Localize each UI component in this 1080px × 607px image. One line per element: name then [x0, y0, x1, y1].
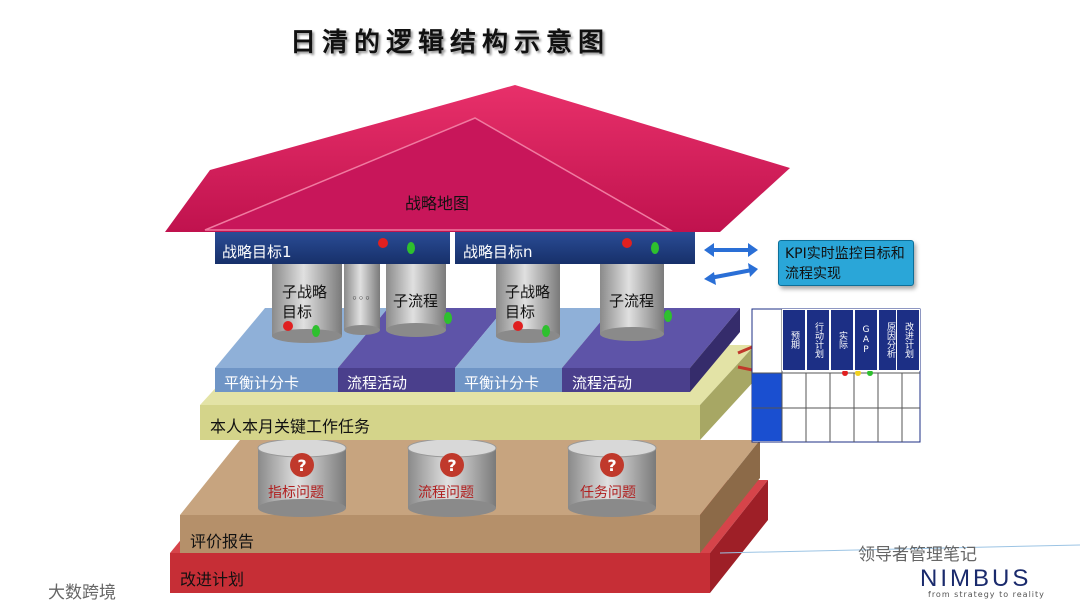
tier-label-bsc-1: 平衡计分卡	[224, 374, 300, 392]
page-title: 日清的逻辑结构示意图	[289, 28, 610, 58]
svg-text:?: ?	[447, 456, 456, 475]
question-icon	[290, 453, 314, 477]
issue-label-2: 流程问题	[418, 485, 474, 501]
process-front-2	[562, 368, 690, 392]
red-status-icon	[513, 321, 523, 331]
pillar-1	[272, 258, 342, 343]
red-status-icon	[842, 370, 848, 376]
tier-label-process-1: 流程活动	[347, 374, 408, 392]
pillar-4	[600, 258, 664, 341]
evaluation-slab-front	[180, 515, 700, 553]
process-side	[690, 308, 740, 392]
improvement-slab-side	[710, 480, 768, 593]
double-arrow-icon	[704, 243, 758, 257]
improvement-slab-front	[170, 553, 710, 593]
svg-text:?: ?	[297, 456, 306, 475]
green-status-icon	[651, 242, 659, 254]
pillar-dots	[344, 258, 380, 335]
watermark-left: 大数跨境	[48, 583, 116, 603]
kpi-table-blue-cell	[752, 373, 782, 441]
kpi-header-actual: 实际	[830, 309, 854, 371]
beam-label-right: 战略目标n	[463, 243, 533, 261]
pillar-label-sub-strategy: 子战略目标	[282, 283, 328, 321]
pillar-label-sub-process-2: 子流程	[609, 292, 655, 310]
footer-line	[719, 544, 1080, 554]
issue-label-3: 任务问题	[580, 485, 636, 501]
tier-label-process-2: 流程活动	[572, 374, 633, 392]
pillar-2	[386, 258, 446, 337]
brand-tagline: from strategy to reality	[928, 590, 1045, 599]
issue-label-1: 指标问题	[268, 485, 324, 501]
kpi-header-action-plan: 行动计划	[806, 309, 830, 371]
improvement-label: 改进计划	[180, 570, 245, 589]
green-status-icon	[542, 325, 550, 337]
green-status-icon	[444, 312, 452, 324]
kpi-header-gap: GAP	[854, 309, 878, 371]
watermark-right: 领导者管理笔记	[858, 545, 977, 565]
bsc-front-1	[215, 368, 338, 392]
roof-label: 战略地图	[405, 194, 470, 213]
green-status-icon	[664, 310, 672, 322]
evaluation-label: 评价报告	[190, 532, 255, 551]
work-slab-front	[200, 405, 700, 440]
issue-cylinder-2	[407, 438, 497, 517]
kpi-header-expected: 预期	[782, 309, 806, 371]
pillar-dots-label: ◦◦◦	[351, 292, 371, 305]
kpi-monitor-box: KPI实时监控目标和流程实现	[778, 240, 914, 286]
red-status-icon	[283, 321, 293, 331]
issue-cylinder-3	[567, 438, 657, 517]
process-front-1	[338, 368, 455, 392]
kpi-header-improve: 改进计划	[896, 309, 920, 371]
issue-cylinder-1	[257, 438, 347, 517]
green-status-icon	[407, 242, 415, 254]
beam-label-left: 战略目标1	[222, 243, 292, 261]
roof-gable	[204, 117, 673, 231]
red-status-icon	[622, 238, 632, 248]
yellow-status-icon	[855, 370, 861, 376]
tier-label-bsc-2: 平衡计分卡	[464, 374, 540, 392]
double-arrow-icon	[704, 263, 758, 285]
bsc-front-2	[455, 368, 562, 392]
pillar-label-sub-strategy-2: 子战略目标	[505, 283, 551, 321]
question-icon	[440, 453, 464, 477]
red-status-icon	[378, 238, 388, 248]
green-status-icon	[867, 370, 873, 376]
pillar-label-sub-process: 子流程	[393, 292, 439, 310]
svg-text:?: ?	[607, 456, 616, 475]
green-status-icon	[312, 325, 320, 337]
question-icon	[600, 453, 624, 477]
work-tier-label: 本人本月关键工作任务	[210, 417, 371, 436]
brand-logo: NIMBUS	[920, 565, 1032, 592]
evaluation-slab-side	[700, 440, 760, 553]
